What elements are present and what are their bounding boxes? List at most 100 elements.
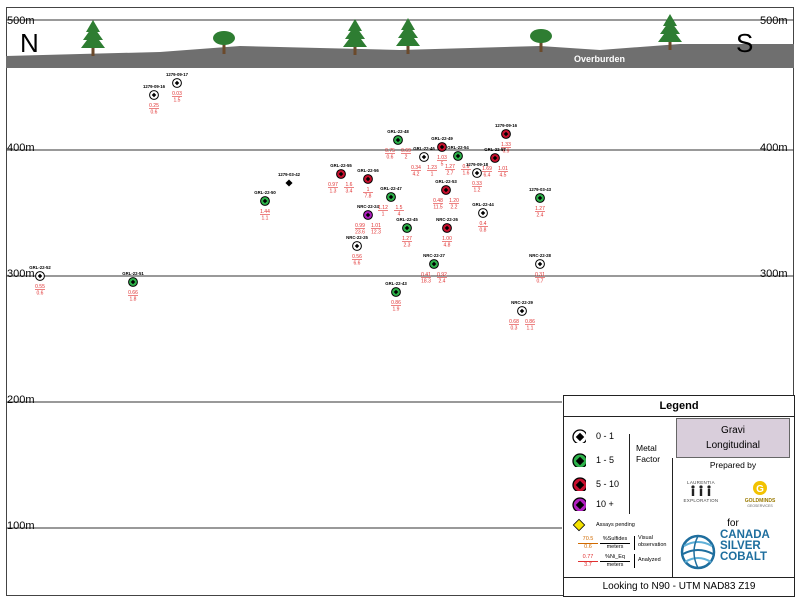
- hole-id-label: NRC-22-27: [423, 253, 445, 258]
- assay-length: 18.3: [421, 279, 431, 285]
- assay-value: 1.12: [378, 205, 388, 211]
- laurentia-name: LAURENTIA: [687, 480, 715, 485]
- direction-north-label: N: [20, 28, 39, 58]
- assay-value: 0.66: [128, 290, 138, 296]
- assay-value: 0.48: [433, 198, 443, 204]
- assay-length: 6.6: [354, 261, 361, 267]
- hole-marker-diamond: [431, 261, 437, 267]
- direction-south-label: S: [736, 28, 753, 58]
- assay-value: 0.31: [535, 272, 545, 278]
- drill-hole: NRC-22-290.680.30.861.1: [509, 300, 535, 332]
- hole-marker-diamond: [519, 308, 525, 314]
- hole-id-label: 1279-09-16: [495, 123, 518, 128]
- hole-id-label: GRL-22-52: [29, 265, 51, 270]
- goldminds-logo: G GOLDMINDS GEOSERVICES: [734, 480, 786, 508]
- legend-row-5-10: 5 - 10: [572, 476, 619, 492]
- for-label: for: [727, 518, 739, 529]
- assay-length: 23.6: [355, 230, 365, 236]
- assay-length: 1: [382, 212, 385, 218]
- metal-factor-bracket: [629, 434, 630, 514]
- analyzed-example: 0.77 3.7: [578, 554, 598, 569]
- drill-hole: NRC-22-280.310.7: [529, 253, 551, 285]
- analyzed-example-top: 0.77: [578, 554, 598, 562]
- drill-hole: GRL-22-571.696.41.014.5: [482, 147, 508, 179]
- drill-hole: GRL-22-520.550.6: [29, 265, 51, 297]
- assay-value: 1.03: [437, 155, 447, 161]
- assay-length: 4: [398, 212, 401, 218]
- assay-length: 2.7: [447, 171, 454, 177]
- overburden-label: Overburden: [574, 54, 625, 64]
- legend-label-pending: Assays pending: [596, 522, 635, 528]
- gravi-title-line-1: Gravi: [721, 425, 745, 436]
- hole-id-label: NRC-22-25: [346, 235, 368, 240]
- client-name: CANADA SILVER COBALT: [720, 529, 770, 563]
- circle-diamond-purple-icon: [572, 497, 586, 511]
- assay-value: 1.00: [442, 236, 452, 242]
- assay-value: 1.27: [445, 164, 455, 170]
- drill-hole: GRL-22-541.272.70.61.6: [445, 145, 471, 177]
- canada-silver-cobalt-logo: CANADA SILVER COBALT: [680, 528, 790, 576]
- assay-value: 0.41: [421, 272, 431, 278]
- assay-length: 0.8: [480, 228, 487, 234]
- analyzed-key-bottom: meters: [606, 562, 624, 568]
- analyzed-key-top: %Ni_Eq: [600, 554, 630, 562]
- legend-panel: Legend 0 - 1 1 - 5 5 - 10 10 + Metal Fac…: [563, 395, 795, 597]
- hole-id-label: GRL-22-48: [387, 129, 409, 134]
- pine-tree-icon: [343, 19, 367, 55]
- assay-value: 1: [367, 187, 370, 193]
- laurentia-logo: LAURENTIA EXPLORATION: [680, 480, 722, 503]
- metal-factor-line-1: Metal: [636, 443, 657, 453]
- visual-example-top: 70.5: [578, 536, 598, 544]
- elev-label-right-500: 500m: [760, 15, 788, 27]
- tree-icon: [530, 29, 552, 52]
- assay-value: 0.86: [391, 300, 401, 306]
- elev-label-400: 400m: [7, 142, 35, 154]
- drill-hole: 1279-09-180.331.2: [466, 162, 489, 194]
- legend-label-10-plus: 10 +: [596, 499, 614, 509]
- assay-length: 1.1: [527, 326, 534, 332]
- hole-id-label: GRL-22-44: [472, 202, 494, 207]
- assay-length: 6.4: [484, 173, 491, 179]
- laurentia-figures-icon: [691, 485, 711, 496]
- assay-value: 0.92: [437, 272, 447, 278]
- legend-label-0-1: 0 - 1: [596, 431, 615, 441]
- assay-length: 1.3: [330, 189, 337, 195]
- elev-label-right-400: 400m: [760, 142, 788, 154]
- assay-length: 4.2: [413, 172, 420, 178]
- hole-id-label: 1279-09-16: [143, 84, 166, 89]
- hole-id-label: NRC-22-29: [511, 300, 533, 305]
- hole-id-label: GRL-22-46: [413, 146, 435, 151]
- legend-row-0-1: 0 - 1: [572, 428, 614, 444]
- hole-id-label: GRL-22-55: [330, 163, 352, 168]
- assay-value: 0.55: [35, 284, 45, 290]
- client-name-line-2: SILVER: [720, 540, 761, 552]
- hole-marker-diamond: [393, 289, 399, 295]
- client-name-line-1: CANADA: [720, 529, 770, 541]
- drill-hole: 1279-09-161.336.9: [495, 123, 518, 155]
- hole-id-label: 1279-09-17: [166, 72, 189, 77]
- goldminds-g-icon: G: [753, 481, 767, 495]
- assay-length: 7.8: [365, 194, 372, 200]
- goldminds-name: GOLDMINDS: [744, 498, 776, 504]
- drill-hole: GRL-22-460.344.21.231: [411, 146, 437, 178]
- assay-value: 0.75: [385, 148, 395, 154]
- assay-value: 0.68: [509, 319, 519, 325]
- tree-icons: [81, 14, 682, 56]
- visual-divider: [634, 536, 635, 550]
- elevation-lines: [6, 19, 794, 529]
- prepared-by-label: Prepared by: [709, 460, 757, 470]
- hole-id-label: GRL-22-49: [431, 136, 453, 141]
- circle-diamond-red-icon: [572, 477, 586, 491]
- hole-marker-diamond: [537, 261, 543, 267]
- assay-length: 2.4: [537, 213, 544, 219]
- hole-id-label: GRL-22-50: [254, 190, 276, 195]
- visual-type-label: Visual observation: [638, 535, 667, 548]
- assay-value: 1.6: [346, 182, 353, 188]
- hole-id-label: GRL-22-54: [447, 145, 469, 150]
- assay-length: 0.3: [511, 326, 518, 332]
- assay-value: 1.5: [396, 205, 403, 211]
- assay-length: 0.6: [387, 155, 394, 161]
- circle-diamond-green-icon: [572, 453, 586, 467]
- drill-hole: GRL-22-510.661.8: [122, 271, 144, 303]
